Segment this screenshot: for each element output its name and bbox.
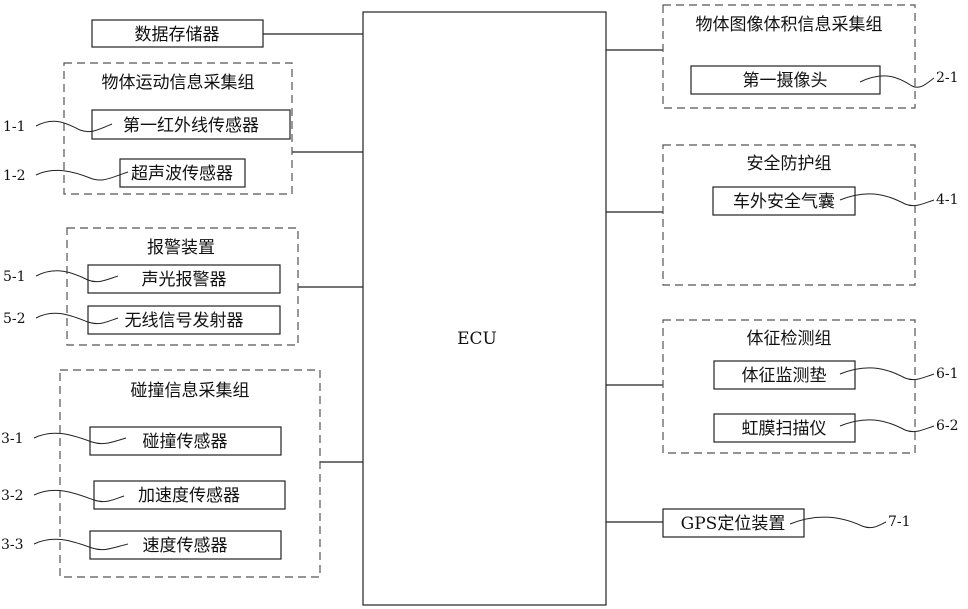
vital-group-title: 体征检测组 [747, 329, 832, 349]
collision-sensor-1-label: 碰撞传感器 [143, 432, 228, 452]
ref-4-1: 4-1 [936, 192, 959, 208]
alarm-device-2-label: 无线信号发射器 [125, 311, 244, 331]
motion-sensor-1-label: 第一红外线传感器 [123, 116, 259, 136]
ecu-label: ECU [457, 329, 497, 349]
ref-7-1: 7-1 [888, 514, 911, 530]
ref-6-2: 6-2 [936, 418, 959, 434]
airbag-label: 车外安全气囊 [733, 192, 835, 212]
ref-3-1: 3-1 [1, 431, 24, 447]
ref-1-1: 1-1 [3, 119, 26, 135]
iris-scanner-label: 虹膜扫描仪 [742, 419, 827, 439]
camera-label: 第一摄像头 [743, 71, 828, 91]
ecu-block [363, 12, 606, 605]
vital-pad-label: 体征监测垫 [742, 366, 827, 386]
alarm-group-title: 报警装置 [147, 238, 215, 258]
collision-group-title: 碰撞信息采集组 [131, 381, 250, 401]
safety-group-title: 安全防护组 [747, 154, 832, 174]
collision-sensor-3-label: 速度传感器 [143, 536, 228, 556]
storage-label: 数据存储器 [135, 25, 220, 45]
alarm-device-1-label: 声光报警器 [142, 270, 227, 290]
ref-5-1: 5-1 [3, 269, 26, 285]
motion-group-title: 物体运动信息采集组 [102, 73, 255, 93]
ref-2-1: 2-1 [936, 70, 959, 86]
ref-1-2: 1-2 [3, 168, 26, 184]
image-group-title: 物体图像体积信息采集组 [696, 15, 883, 35]
collision-sensor-2-label: 加速度传感器 [138, 486, 240, 506]
gps-label: GPS定位装置 [681, 514, 786, 534]
leader-1-2 [36, 170, 128, 180]
motion-sensor-2-label: 超声波传感器 [131, 164, 233, 184]
ref-3-3: 3-3 [1, 537, 24, 553]
ref-3-2: 3-2 [1, 488, 24, 504]
ref-6-1: 6-1 [936, 366, 959, 382]
ref-5-2: 5-2 [3, 311, 26, 327]
